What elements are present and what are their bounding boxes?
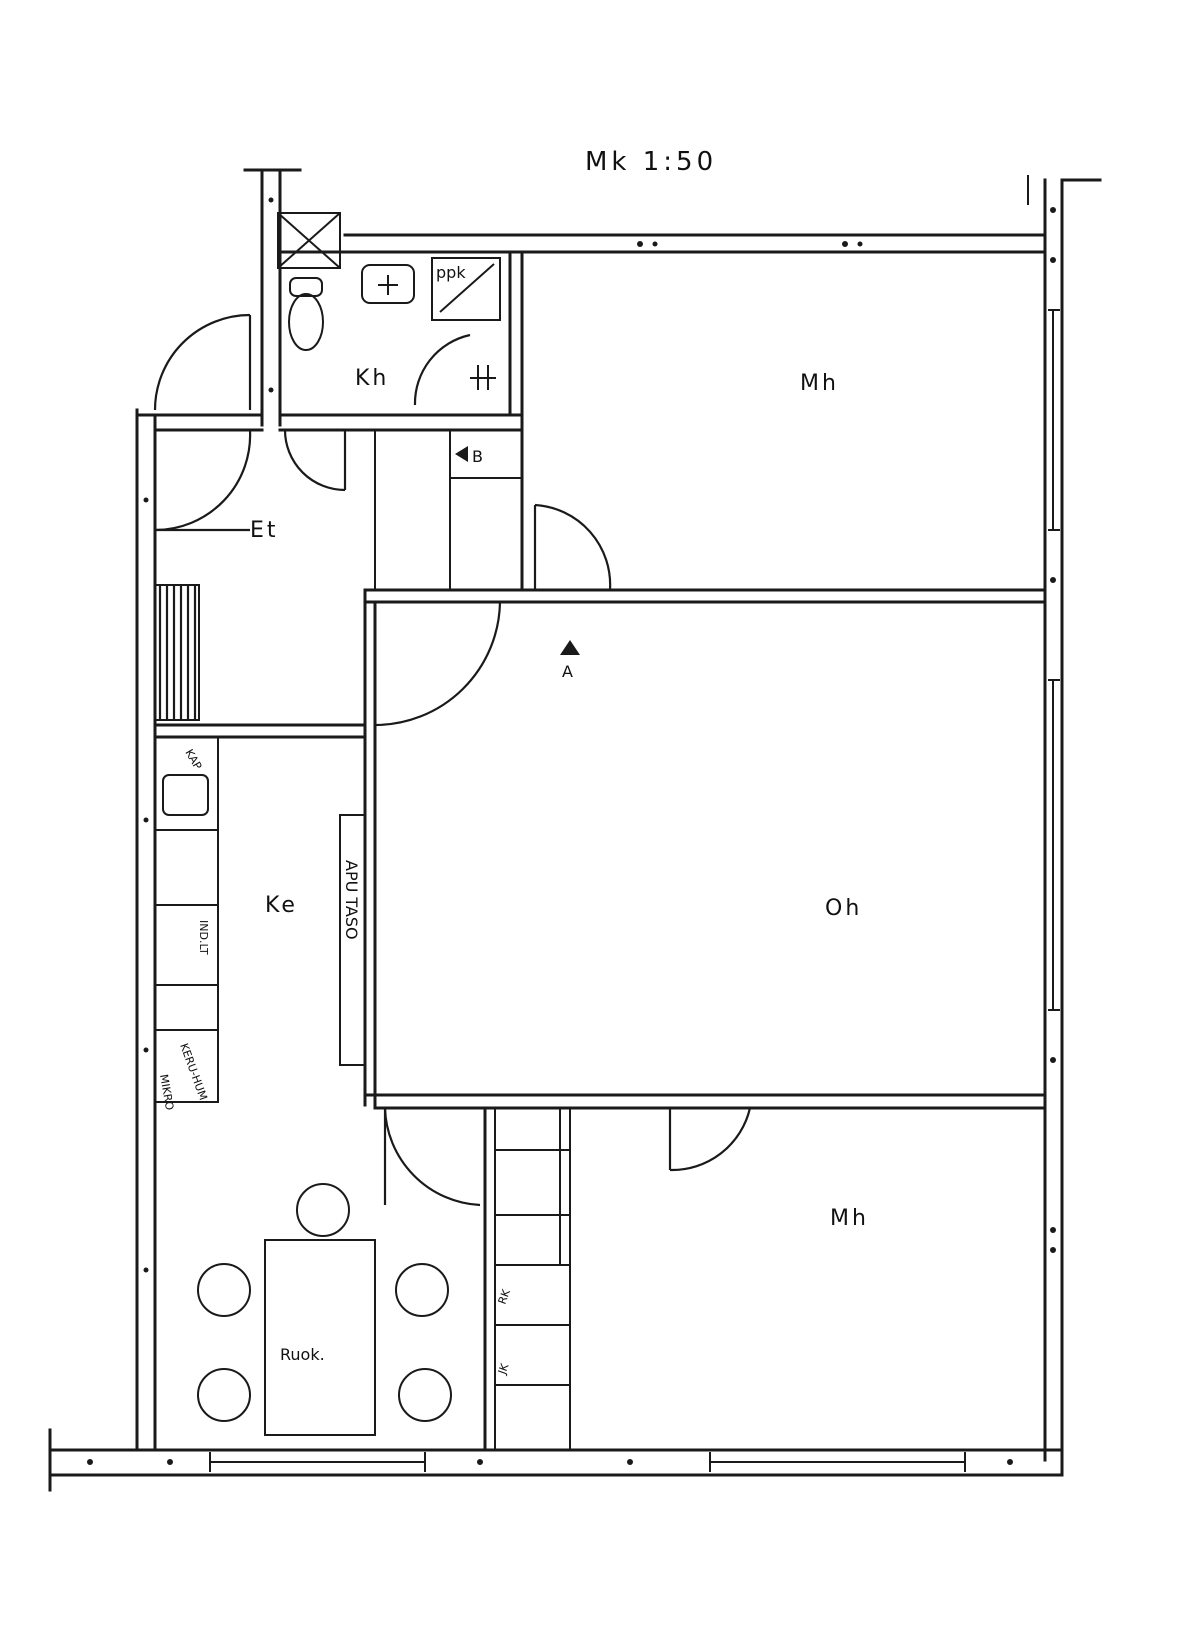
room-label-living: Oh — [825, 896, 862, 921]
room-label-hallway: Et — [250, 518, 279, 543]
interior-walls — [135, 250, 1047, 1452]
shower-icon — [470, 365, 496, 390]
kitchen-cab-2-label: IND.LT — [197, 920, 210, 955]
toilet-icon — [288, 277, 324, 351]
wardrobe-1-label: RK — [496, 1287, 514, 1306]
marker-a-label: A — [562, 662, 573, 681]
ppk-cabinet: ppk — [431, 257, 501, 321]
kitchen-cab-4-label: MIKRO — [157, 1073, 176, 1111]
shaft-box — [277, 212, 341, 269]
dining-table — [197, 1183, 452, 1436]
exterior-walls — [48, 168, 1102, 1492]
kitchen-cab-1-label: KAP — [182, 747, 204, 772]
kitchen-counter-cabinets: KAP IND.LT KERU-HUM MIKRO — [154, 736, 219, 1112]
sink-icon — [361, 264, 415, 304]
aux-counter-label: APU TASO — [342, 860, 361, 940]
wall-dots — [87, 197, 1056, 1465]
marker-b-label: B — [472, 447, 483, 466]
marker-a: A — [560, 640, 580, 681]
room-label-dining: Ruok. — [280, 1345, 325, 1364]
ppk-label: ppk — [436, 263, 466, 282]
windows — [209, 309, 1060, 1472]
room-label-kitchen: Ke — [265, 893, 298, 918]
doors — [153, 313, 752, 1207]
room-label-bedroom-top: Mh — [800, 371, 839, 396]
room-label-bathroom: Kh — [355, 366, 389, 391]
room-label-bedroom-bottom: Mh — [830, 1206, 869, 1231]
coat-rack — [154, 584, 200, 721]
wardrobe-2-label: JK — [495, 1361, 511, 1377]
aux-counter: APU TASO — [339, 814, 366, 1066]
kitchen-cab-3-label: KERU-HUM — [177, 1042, 210, 1102]
scale-label: Mk 1:50 — [585, 147, 717, 177]
marker-b: B — [455, 446, 483, 466]
